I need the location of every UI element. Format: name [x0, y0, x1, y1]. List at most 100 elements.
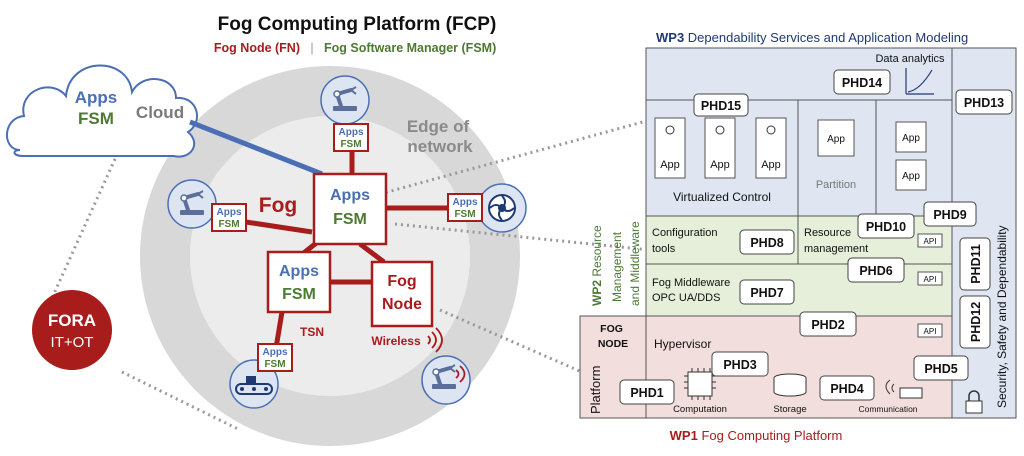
svg-text:FSM: FSM [454, 209, 475, 220]
wp2-vertical-label: WP2 Resource [590, 225, 604, 306]
zoom-line [439, 308, 601, 382]
svg-text:App: App [660, 159, 680, 171]
svg-text:PHD9: PHD9 [933, 208, 966, 222]
api-box: API [917, 233, 943, 248]
apps-fsm-node-main: Apps FSM [312, 172, 388, 246]
phd-badge-vertical: PHD12 [959, 295, 991, 349]
phd-badge: PHD9 [923, 201, 977, 227]
robot-arm-device [320, 75, 370, 125]
svg-text:App: App [902, 133, 920, 144]
fog-node-box: Fog Node [370, 260, 434, 328]
svg-text:Apps: Apps [330, 187, 370, 204]
svg-text:FSM: FSM [282, 286, 316, 303]
lock-icon [965, 390, 983, 414]
analytics-chart-icon [905, 68, 934, 95]
svg-text:PHD3: PHD3 [723, 358, 756, 372]
svg-text:App: App [902, 171, 920, 182]
subtitle-separator: | [310, 41, 313, 55]
svg-text:Apps: Apps [339, 127, 364, 138]
fora-title: FORA [48, 311, 96, 330]
svg-text:PHD13: PHD13 [964, 96, 1004, 110]
svg-text:FSM: FSM [218, 219, 239, 230]
wp3-title: WP3 Dependability Services and Applicati… [656, 30, 968, 45]
phd-badge: PHD7 [739, 279, 795, 305]
svg-text:Apps: Apps [453, 197, 478, 208]
tsn-label: TSN [300, 325, 324, 339]
phd-badge: PHD3 [711, 351, 769, 377]
security-vertical-label: Security, Safety and Dependability [995, 225, 1009, 408]
hypervisor-label: Hypervisor [654, 337, 711, 351]
partition-area-right [875, 99, 953, 217]
zoom-line [394, 222, 651, 252]
svg-text:App: App [710, 159, 730, 171]
cloud-link [189, 119, 323, 177]
small-apps-fsm-box: Apps FSM [257, 343, 293, 372]
subtitle-fsm: Fog Software Manager (FSM) [324, 41, 496, 55]
fora-subtitle: IT+OT [51, 334, 94, 351]
edge-label-line1: Edge of [407, 117, 470, 136]
fora-badge [32, 290, 112, 370]
wireless-signal-icon [455, 365, 466, 383]
svg-text:PHD5: PHD5 [924, 362, 957, 376]
computation-label: Computation [673, 404, 727, 415]
zoom-line [121, 370, 241, 432]
phd-badge: PHD4 [819, 375, 875, 401]
small-apps-fsm-box: Apps FSM [333, 123, 369, 152]
svg-text:PHD7: PHD7 [750, 286, 783, 300]
svg-text:PHD4: PHD4 [830, 382, 863, 396]
fan-icon [488, 194, 516, 222]
communication-label: Communication [858, 404, 917, 414]
api-box: API [917, 323, 943, 338]
phd-badge: PHD10 [857, 213, 915, 239]
edge-label-line2: network [407, 137, 473, 156]
cloud-label: Cloud [136, 103, 184, 122]
wp2-vertical-label: and Middleware [628, 221, 642, 306]
partition-app-tile: App [817, 119, 855, 157]
svg-text:PHD10: PHD10 [866, 220, 906, 234]
svg-text:API: API [924, 237, 937, 246]
resource-mgmt-label: Resource management [804, 227, 868, 255]
wp2-vertical-label: Management [610, 231, 624, 302]
phd-badge: PHD2 [799, 311, 857, 337]
storage-icon [773, 373, 807, 397]
svg-text:PHD14: PHD14 [842, 76, 882, 90]
small-apps-fsm-box: Apps FSM [211, 203, 247, 232]
svg-text:API: API [924, 327, 937, 336]
partition-label: Partition [816, 179, 856, 191]
wireless-waves-icon [427, 327, 443, 353]
app-tile: App [704, 117, 736, 179]
api-box: API [917, 271, 943, 286]
svg-text:Apps: Apps [217, 207, 242, 218]
svg-text:App: App [827, 134, 845, 145]
svg-text:App: App [761, 159, 781, 171]
partition-area [797, 99, 877, 217]
phd-badge: PHD8 [739, 229, 795, 255]
svg-text:PHD15: PHD15 [701, 99, 741, 113]
phd-badge-vertical: PHD11 [959, 237, 991, 291]
fog-middleware-label: Fog Middleware OPC UA/DDS [652, 277, 733, 304]
svg-text:API: API [924, 275, 937, 284]
zoom-line [50, 147, 122, 299]
computation-chip-icon [684, 368, 716, 400]
wireless-label: Wireless [371, 334, 421, 348]
fog-node-box-label: FOG NODE [598, 323, 628, 350]
phd-badge: PHD5 [913, 355, 969, 381]
svg-text:PHD11: PHD11 [969, 244, 983, 284]
phd-badge: PHD1 [619, 379, 675, 405]
svg-text:Fog: Fog [387, 273, 416, 290]
phd-badge: PHD6 [847, 257, 905, 283]
zoom-line [379, 118, 651, 196]
config-tools-label: Configuration tools [652, 227, 721, 255]
platform-vertical-label: Platform [588, 366, 603, 414]
phd-badge: PHD14 [833, 69, 891, 95]
wp2-middleware [645, 263, 953, 317]
svg-text:PHD2: PHD2 [811, 318, 844, 332]
small-apps-fsm-box: Apps FSM [447, 193, 483, 222]
subtitle-fog-node: Fog Node (FN) [214, 41, 300, 55]
svg-text:FSM: FSM [340, 139, 361, 150]
app-tile: App [654, 117, 686, 179]
robot-arm-device [167, 179, 217, 229]
cloud-apps-label: Apps [75, 88, 118, 107]
wp1-title: WP1 Fog Computing Platform [670, 428, 843, 443]
